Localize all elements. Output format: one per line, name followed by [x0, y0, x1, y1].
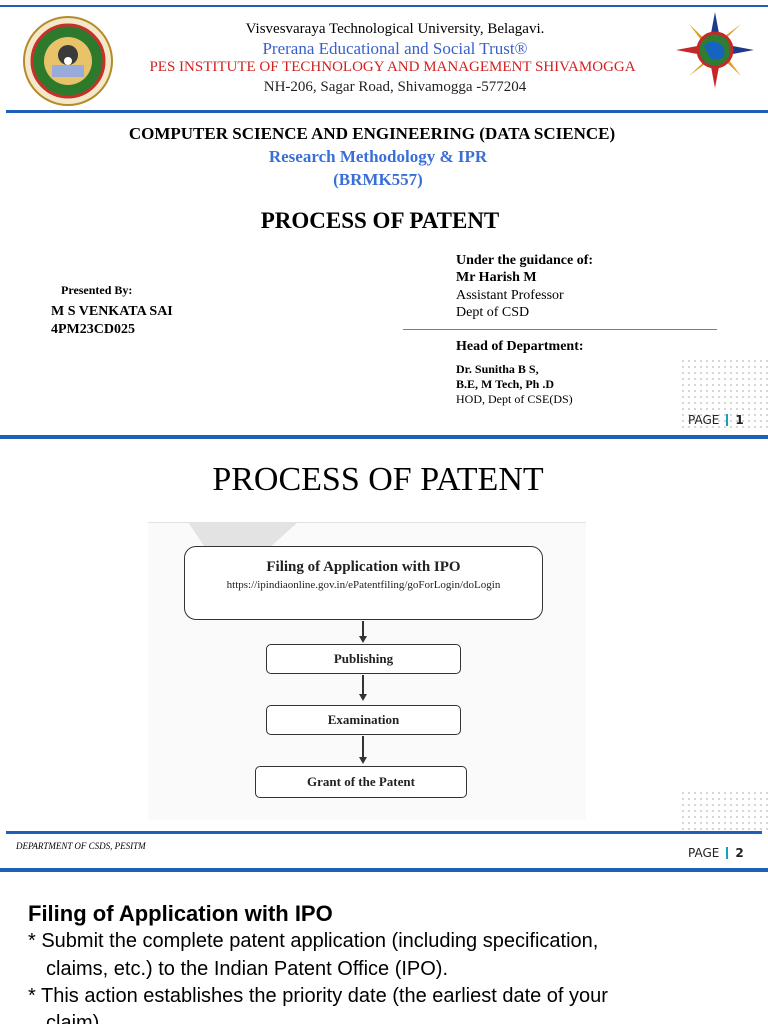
compass-globe-logo — [674, 10, 756, 90]
guidance-label: Under the guidance of: — [456, 253, 594, 268]
page-indicator-1: PAGE 1 — [688, 413, 744, 427]
student-name: M S VENKATA SAI — [51, 304, 173, 319]
address-line: NH-206, Sagar Road, Shivamogga -577204 — [263, 79, 527, 95]
hod-role: HOD, Dept of CSE(DS) — [456, 392, 573, 406]
flow-step-filing-url: https://ipindiaonline.gov.in/ePatentfili… — [226, 579, 501, 591]
arrow-1-head — [359, 636, 367, 643]
slide2-title: PROCESS OF PATENT — [212, 461, 544, 498]
flow-step-filing: Filing of Application with IPO https://i… — [184, 546, 543, 620]
page-label: PAGE — [688, 413, 720, 427]
top-rule — [0, 5, 768, 7]
guidance-divider — [403, 329, 717, 330]
bullet-1-line-1: * Submit the complete patent application… — [28, 930, 599, 952]
guide-role: Assistant Professor — [456, 288, 564, 303]
presentation-title: PROCESS OF PATENT — [260, 208, 500, 233]
flow-step-grant: Grant of the Patent — [255, 766, 467, 798]
slide3-heading: Filing of Application with IPO — [28, 901, 333, 926]
hod-label: Head of Department: — [456, 339, 584, 354]
trust-line: Prerana Educational and Social Trust® — [262, 39, 528, 58]
slide2-footer-rule — [6, 831, 762, 834]
watermark-streak — [188, 522, 298, 567]
header-rule — [6, 110, 768, 113]
subject-title: Research Methodology & IPR — [268, 147, 488, 166]
university-line: Visvesvaraya Technological University, B… — [245, 21, 545, 37]
hod-degrees: B.E, M Tech, Ph .D — [456, 377, 555, 391]
page-label: PAGE — [688, 846, 720, 860]
decorative-dots-2 — [680, 790, 768, 830]
bullet-1-line-2: claims, etc.) to the Indian Patent Offic… — [46, 958, 449, 980]
slide-2: PROCESS OF PATENT Filing of Application … — [0, 440, 768, 872]
slide-1: Visvesvaraya Technological University, B… — [0, 0, 768, 440]
arrow-1-line — [362, 621, 364, 637]
presented-by-label: Presented By: — [61, 283, 133, 297]
slide-3: Filing of Application with IPO * Submit … — [0, 872, 768, 1024]
page-indicator-2: PAGE 2 — [688, 846, 744, 860]
flowchart-image: Filing of Application with IPO https://i… — [148, 522, 586, 820]
page-number: 1 — [735, 413, 744, 427]
slide1-bottom-rule — [0, 435, 768, 439]
arrow-3-line — [362, 736, 364, 758]
flow-step-publishing: Publishing — [266, 644, 461, 674]
decorative-dots — [680, 358, 768, 428]
department-title: COMPUTER SCIENCE AND ENGINEERING (DATA S… — [128, 124, 616, 143]
arrow-2-head — [359, 694, 367, 701]
subject-code: (BRMK557) — [333, 170, 423, 189]
institute-line: PES INSTITUTE OF TECHNOLOGY AND MANAGEME… — [149, 59, 636, 75]
arrow-2-line — [362, 675, 364, 695]
bullet-2-line-2: claim). — [46, 1012, 105, 1024]
slide2-bottom-rule — [0, 868, 768, 872]
hod-name: Dr. Sunitha B S, — [456, 362, 539, 376]
student-usn: 4PM23CD025 — [51, 322, 135, 337]
guide-name: Mr Harish M — [456, 270, 537, 285]
flow-step-examination: Examination — [266, 705, 461, 735]
vtu-seal-logo — [22, 15, 114, 107]
footer-department: DEPARTMENT OF CSDS, PESITM — [16, 841, 146, 851]
bullet-2-line-1: * This action establishes the priority d… — [28, 985, 608, 1007]
guide-dept: Dept of CSD — [456, 305, 530, 320]
arrow-3-head — [359, 757, 367, 764]
flow-step-filing-title: Filing of Application with IPO — [266, 559, 461, 575]
page-number: 2 — [735, 846, 744, 860]
